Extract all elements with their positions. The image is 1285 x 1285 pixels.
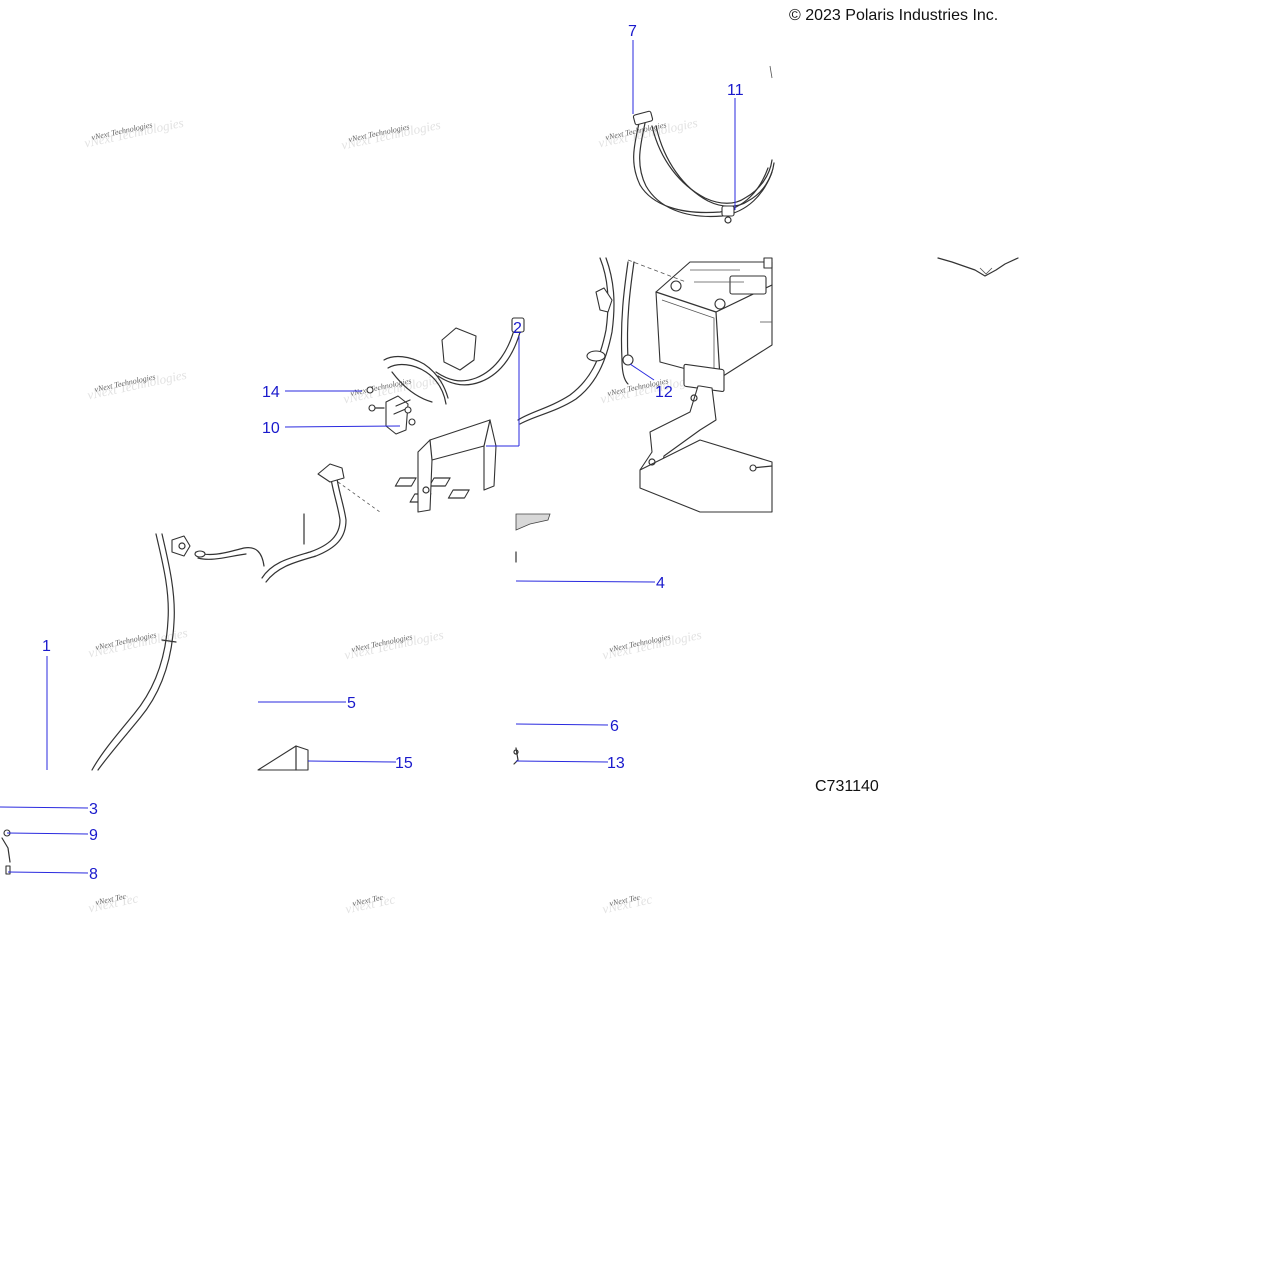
callout-4: 4 (656, 575, 665, 592)
callout-15: 15 (395, 755, 413, 772)
callout-7: 7 (628, 23, 637, 40)
copyright-notice: © 2023 Polaris Industries Inc. (789, 7, 999, 24)
drawing-id: C731140 (815, 778, 879, 795)
callout-12: 12 (655, 384, 673, 401)
callout-6: 6 (610, 718, 619, 735)
callout-14: 14 (262, 384, 280, 401)
callout-2: 2 (513, 320, 522, 337)
callout-3: 3 (89, 801, 98, 818)
callout-8: 8 (89, 866, 98, 883)
callout-1: 1 (42, 638, 51, 655)
battery-tray (394, 385, 773, 513)
callout-5: 5 (347, 695, 356, 712)
callout-labels: 7 11 2 14 12 10 4 1 5 6 15 13 3 9 8 (42, 23, 744, 883)
cable-main (517, 257, 635, 425)
watermark-layer: vNext Technologies vNext Technologies vN… (83, 115, 703, 917)
hold-down-strap (417, 419, 497, 513)
callout-9: 9 (89, 827, 98, 844)
callout-13: 13 (607, 755, 625, 772)
leader-lines (0, 40, 736, 874)
callout-10: 10 (262, 420, 280, 437)
cable-ground (194, 463, 381, 583)
relay-cluster (366, 317, 525, 435)
callout-11: 11 (727, 82, 744, 99)
cable-long (91, 533, 191, 771)
cable-top-assembly (632, 110, 775, 224)
battery (627, 257, 773, 393)
